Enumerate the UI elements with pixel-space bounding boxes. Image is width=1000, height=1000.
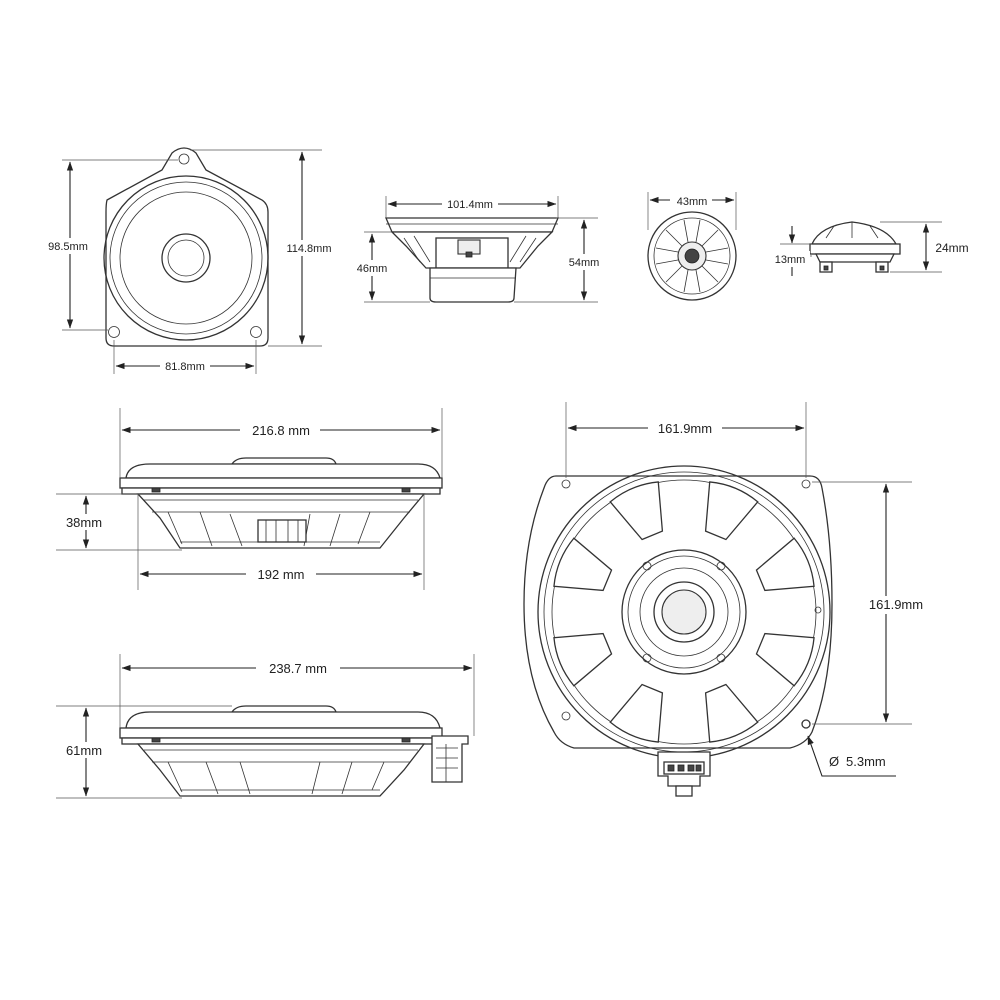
grille-window bbox=[609, 683, 664, 743]
sub-front-height-label: 161.9mm bbox=[869, 597, 923, 612]
subwoofer-front-view: 161.9mm 161.9mm Ø 5.3mm bbox=[523, 402, 932, 797]
sub-hole-diameter-label: 5.3mm bbox=[846, 754, 886, 769]
tweeter-height-label: 24mm bbox=[935, 241, 968, 255]
grille-window bbox=[609, 481, 664, 541]
tweeter-depth-label: 13mm bbox=[775, 254, 806, 266]
mid-side-depth-total-label: 54mm bbox=[569, 257, 600, 269]
midrange-front-view: 98.5mm 114.8mm 81.8mm bbox=[42, 147, 336, 374]
subwoofer-side-view-1: 216.8 mm 38mm 192 mm bbox=[56, 408, 443, 590]
tweeter-front-view: 43mm bbox=[647, 192, 737, 301]
mid-height-inner-label: 98.5mm bbox=[48, 241, 88, 253]
grille-window bbox=[704, 683, 759, 743]
sub-side-depth-label: 38mm bbox=[66, 515, 102, 530]
mid-side-width-label: 101.4mm bbox=[447, 199, 493, 211]
tweeter-diameter-label: 43mm bbox=[677, 196, 708, 208]
sub2-depth-label: 61mm bbox=[66, 743, 102, 758]
mid-hole-span-label: 81.8mm bbox=[165, 361, 205, 373]
tweeter-side-view: 13mm 24mm bbox=[770, 221, 974, 276]
grille-windows bbox=[553, 481, 815, 743]
mid-height-outer-label: 114.8mm bbox=[286, 243, 331, 255]
grille-window bbox=[553, 537, 613, 592]
sub-side-top-width-label: 216.8 mm bbox=[252, 423, 310, 438]
subwoofer-side-view-2: 238.7 mm 61mm bbox=[56, 654, 475, 799]
grille-window bbox=[553, 632, 613, 687]
sub-side-bottom-width-label: 192 mm bbox=[258, 567, 305, 582]
sub2-width-label: 238.7 mm bbox=[269, 661, 327, 676]
mid-side-depth-label: 46mm bbox=[357, 263, 388, 275]
grille-window bbox=[755, 632, 815, 687]
sub-front-width-label: 161.9mm bbox=[658, 421, 712, 436]
midrange-side-view: 101.4mm 46mm 54mm bbox=[352, 196, 604, 303]
sub-hole-diameter-symbol: Ø bbox=[829, 754, 839, 769]
grille-window bbox=[704, 481, 759, 541]
grille-window bbox=[755, 537, 815, 592]
